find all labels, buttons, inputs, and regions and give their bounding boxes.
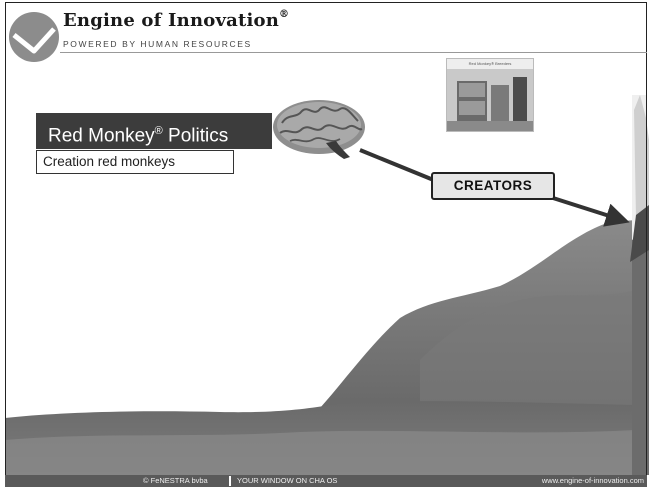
header-divider <box>60 52 647 53</box>
page-title: Engine of Innovation® <box>63 9 290 31</box>
arrow-brain-to-creators <box>359 148 437 183</box>
creators-label: CREATORS <box>431 172 555 200</box>
photo-caption: Red Monkey® Breeders <box>468 61 512 66</box>
breeders-photo: Red Monkey® Breeders <box>446 58 534 132</box>
politics-label-suffix: Politics <box>162 125 229 147</box>
title-trademark: ® <box>279 9 290 20</box>
footer-separator <box>229 476 231 486</box>
brain-icon <box>273 100 365 159</box>
logo-icon <box>9 12 59 62</box>
footer-bar: © FeNESTRA bvba YOUR WINDOW ON CHA OS ww… <box>5 475 647 487</box>
creation-label: Creation red monkeys <box>36 150 234 174</box>
politics-label-trademark: ® <box>154 125 163 137</box>
breeders-photo-image <box>447 69 533 131</box>
politics-label: Red Monkey® Politics <box>36 113 272 149</box>
arrow-creators-to-target <box>552 196 630 227</box>
footer-tagline: YOUR WINDOW ON CHA OS <box>237 476 338 485</box>
page-subtitle: Powered by Human Resources <box>63 39 252 49</box>
footer-url[interactable]: www.engine-of-innovation.com <box>541 476 644 485</box>
footer-copyright: © FeNESTRA bvba <box>143 476 208 485</box>
title-text: Engine of Innovation <box>63 10 280 31</box>
politics-label-text: Red Monkey <box>48 125 155 147</box>
